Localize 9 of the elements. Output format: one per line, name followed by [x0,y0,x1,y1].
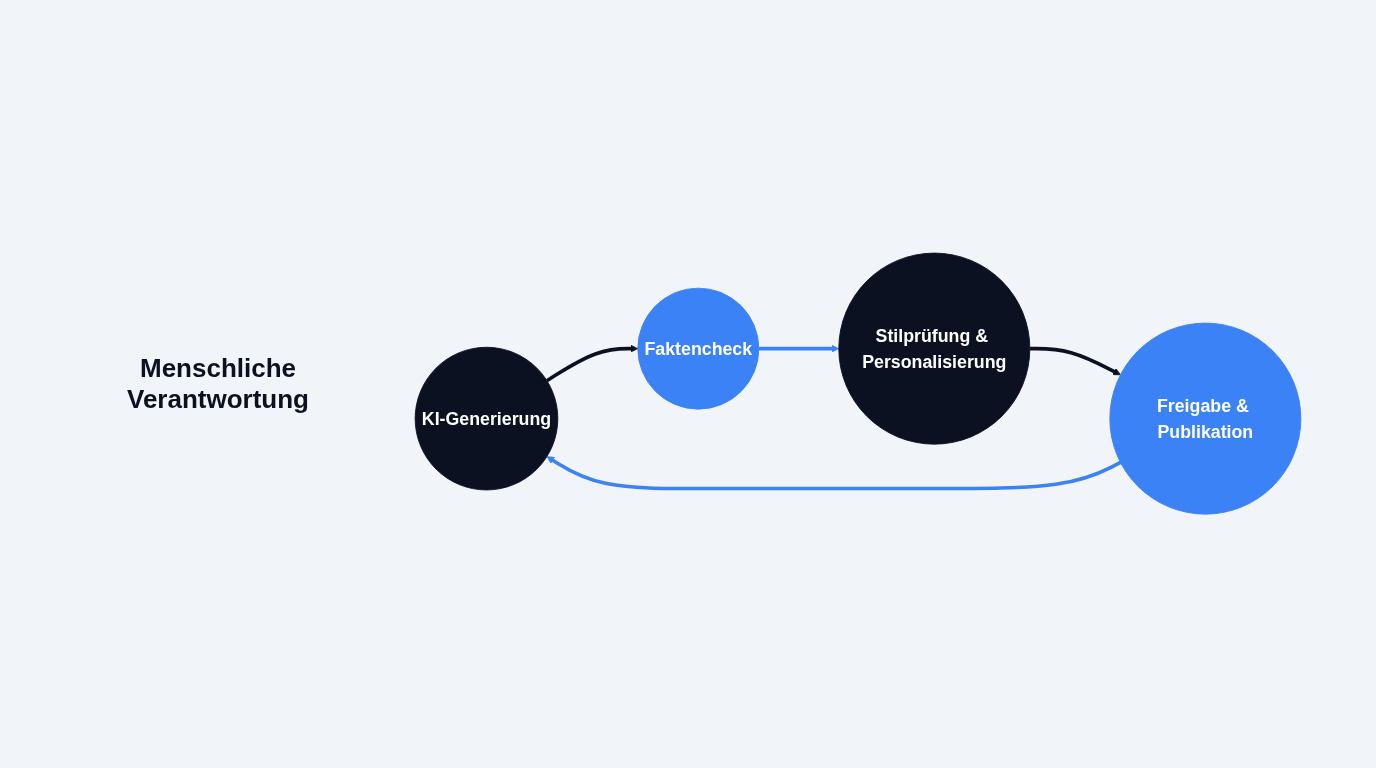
arrow [758,345,840,353]
arrow [546,456,1122,491]
node-circle: KI-Generierung [414,347,559,491]
node-circle: Faktencheck [637,288,760,410]
center-label: Menschliche Verantwortung [126,353,310,415]
node-circle: Freigabe & Publikation [1109,323,1302,515]
arrow [545,345,639,383]
arrow [1029,347,1121,376]
node-circle: Stilprüfung & Personalisierung [838,253,1031,445]
